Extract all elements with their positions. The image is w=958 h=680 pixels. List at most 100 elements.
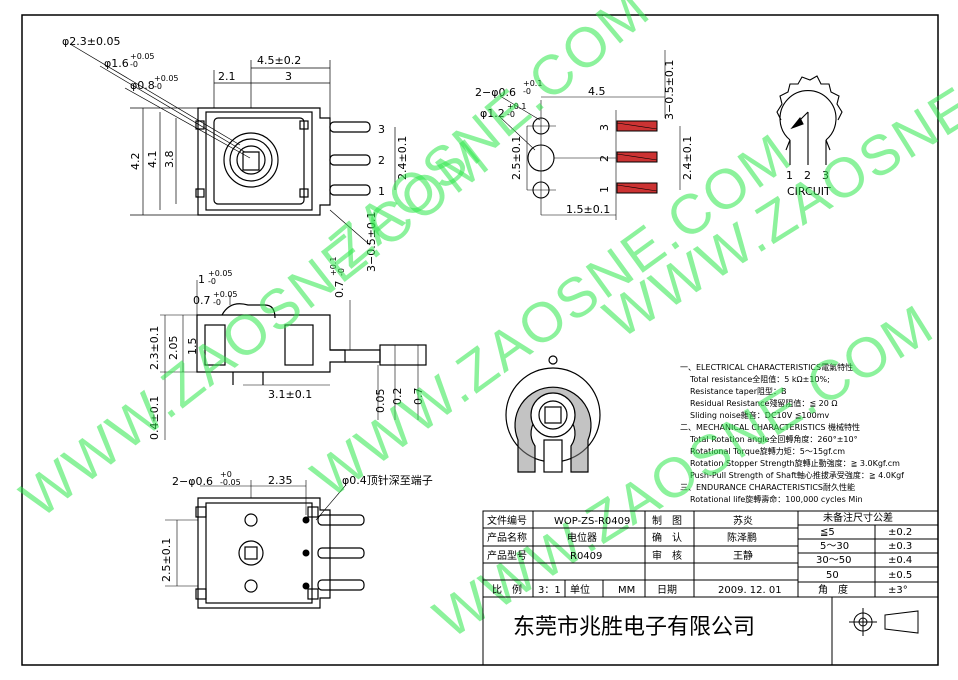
dim-side-height-0-7: 0.7: [412, 388, 425, 406]
tolerance-value: ±3°: [888, 585, 908, 596]
tolerance-header: 未备注尺寸公差: [823, 511, 893, 524]
title-block: [482, 510, 939, 666]
dim-side-1-up: +0.05: [208, 269, 233, 278]
circuit-node-2: 2: [804, 169, 811, 182]
pcb-pin-label-3: 3: [598, 124, 611, 131]
spec-line: 三、ENDURANCE CHARACTERISTICS耐久性能: [680, 482, 855, 492]
dim-side-height-0-05: 0.05: [374, 389, 387, 414]
spec-line: Total Rotation angle全回轉角度：260°±10°: [689, 434, 858, 444]
dim-pcb-holes-low: -0: [523, 87, 531, 96]
label-drawn-by: 制 图: [652, 514, 682, 527]
rotor-detail: [505, 355, 601, 473]
tolerance-value: ±0.5: [888, 570, 912, 581]
tolerance-range: ≦5: [820, 527, 835, 538]
dim-bottom-holes: 2−φ0.6: [172, 475, 213, 488]
dim-side-height-1-5: 1.5: [186, 338, 199, 356]
dim-side-1-low: -0: [208, 277, 216, 286]
dim-side-0-7b-up: +0.1: [329, 257, 338, 276]
circuit-symbol: [776, 75, 843, 165]
value-drawn-by: 苏炎: [733, 514, 753, 527]
label-model: 产品型号: [487, 549, 527, 562]
dim-pcb-holes-up: +0.1: [523, 79, 542, 88]
dim-bottom-width-2-35: 2.35: [268, 474, 293, 487]
dim-pins-3-0-5: 3−0.5±0.1: [365, 212, 378, 272]
tolerance-value: ±0.3: [888, 541, 912, 552]
dim-hole-diameter: φ2.3±0.05: [62, 35, 120, 48]
spec-line: 二、MECHANICAL CHARACTERISTICS 機械特性: [680, 422, 860, 432]
dim-pitch-2-4: 2.4±0.1: [396, 136, 409, 180]
dim-pcb-big-hole-up: +0.1: [507, 102, 526, 111]
dim-side-0-7-up: +0.05: [213, 290, 238, 299]
dim-height-4-2: 4.2: [129, 153, 142, 171]
dim-bottom-holes-up: +0: [220, 470, 232, 479]
tolerance-value: ±0.2: [888, 527, 912, 538]
label-reviewed-by: 审 核: [652, 549, 682, 562]
dim-pcb-big-hole: φ1.2: [480, 107, 505, 120]
dim-side-height-0-4: 0.4±0.1: [148, 396, 161, 440]
tolerance-range: 30～50: [816, 555, 851, 566]
drawing-frame: [21, 14, 939, 666]
dim-shaft-diameter: φ0.8: [130, 79, 155, 92]
value-date: 2009. 12. 01: [718, 585, 782, 596]
dim-bottom-holes-low: -0.05: [220, 478, 241, 487]
spec-line: Resistance taper阻型：B: [690, 387, 786, 396]
tolerance-range: 50: [826, 570, 839, 581]
spec-line: Total resistance全阻值：5 kΩ±10%;: [689, 374, 830, 384]
label-confirmed-by: 确 认: [652, 531, 682, 544]
dim-height-4-1: 4.1: [146, 151, 159, 169]
label-unit: 单位: [570, 583, 590, 596]
pcb-pin-label-2: 2: [598, 155, 611, 162]
label-date: 日期: [657, 584, 677, 596]
spec-line: Push-Pull Strength of Shaft軸心推拔承受強度：≧ 4.…: [690, 470, 904, 480]
value-model: R0409: [570, 551, 602, 562]
dim-side-height-0-2: 0.2: [391, 388, 404, 406]
dim-side-width-3-1: 3.1±0.1: [268, 388, 312, 401]
projection-symbol-icon: [849, 608, 919, 636]
dim-inner-tol-up: +0.05: [130, 52, 155, 61]
pin-label-2: 2: [378, 154, 385, 167]
label-file-number: 文件编号: [487, 514, 527, 527]
label-product-name: 产品名称: [487, 531, 527, 544]
dim-pcb-height-2-5: 2.5±0.1: [510, 136, 523, 180]
pcb-pin-label-1: 1: [598, 186, 611, 193]
bottom-view: [165, 480, 365, 609]
dim-pcb-pad-3-0-5: 3−0.5±0.1: [663, 60, 676, 120]
dim-bottom-pin-note: φ0.4顶针深至端子: [342, 473, 433, 487]
value-confirmed-by: 陈泽鹏: [727, 531, 757, 544]
tolerance-value: ±0.4: [888, 555, 912, 566]
value-product-name: 电位器: [567, 531, 597, 544]
tolerance-range: 角 度: [818, 583, 848, 596]
dim-side-0-7-low: -0: [213, 298, 221, 307]
dim-bottom-height-2-5: 2.5±0.1: [160, 538, 173, 582]
dim-side-0-7b-low: -0: [337, 268, 346, 276]
dim-pcb-width-1-5: 1.5±0.1: [566, 203, 610, 216]
dim-width-4-5: 4.5±0.2: [257, 54, 301, 67]
spec-line: Rotation Stopper Strength旋轉止動強度：≧ 3.0Kgf…: [690, 458, 900, 468]
label-scale: 比 例: [492, 583, 522, 596]
circuit-node-1: 1: [786, 169, 793, 182]
dim-side-height-2-05: 2.05: [167, 336, 180, 361]
side-view: [160, 280, 427, 440]
value-unit: MM: [618, 585, 635, 596]
value-reviewed-by: 王静: [733, 549, 753, 562]
spec-line: Residual Resistance殘留阻值：≦ 20 Ω: [690, 398, 838, 408]
dim-pcb-holes: 2−φ0.6: [475, 86, 516, 99]
value-scale: 3：1: [538, 585, 561, 596]
circuit-label: CIRCUIT: [787, 185, 831, 198]
pin-label-3: 3: [378, 123, 385, 136]
dim-width-3: 3: [285, 70, 292, 83]
dim-side-1: 1: [198, 273, 205, 286]
dim-side-0-7b: 0.7: [333, 281, 346, 299]
spec-line: 一、ELECTRICAL CHARACTERISTICS電氣特性: [680, 362, 853, 372]
company-name: 东莞市兆胜电子有限公司: [513, 615, 755, 640]
dim-inner-tol-low: -0: [130, 60, 138, 69]
dim-pcb-big-hole-low: -0: [507, 110, 515, 119]
tolerance-range: 5～30: [820, 541, 849, 552]
dim-height-3-8: 3.8: [163, 151, 176, 169]
dim-side-0-7: 0.7: [193, 294, 211, 307]
dim-shaft-tol-up: +0.05: [154, 74, 179, 83]
dim-side-height-2-3: 2.3±0.1: [148, 326, 161, 370]
spec-line: Sliding noise雜音：DC10V ≦100mv: [690, 410, 829, 420]
pin-label-1: 1: [378, 185, 385, 198]
